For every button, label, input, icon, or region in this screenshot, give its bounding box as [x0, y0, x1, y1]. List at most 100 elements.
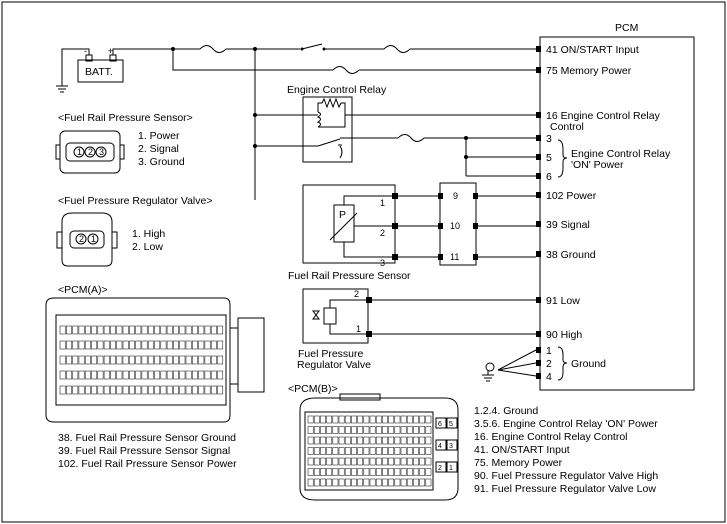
connector-pin-cell — [406, 468, 413, 476]
connector-pin-cell — [363, 468, 370, 476]
connector-pin-cell — [320, 447, 326, 455]
pcm-b-connector-view: <PCM(B)> 6 5 4 3 2 1 1.2.4. Ground 3.5.6… — [288, 383, 658, 501]
connector-pin-cell — [351, 457, 357, 466]
connector-pin-cell — [217, 325, 224, 335]
connector-pin-cell — [313, 468, 320, 476]
connector-pin-cell — [173, 385, 179, 395]
connector-pin-cell — [198, 355, 205, 365]
connector-pin-cell — [388, 478, 395, 487]
connector-pin-cell — [91, 355, 98, 365]
connector-pin-cell — [154, 325, 161, 335]
connector-pin-cell — [332, 436, 339, 445]
connector-pin-cell — [382, 436, 388, 445]
connector-pin-cell — [217, 370, 224, 380]
svg-text:1: 1 — [91, 234, 96, 244]
fuel-rail-sensor-legend-3: 3. Ground — [138, 156, 185, 168]
connector-pin-cell — [204, 355, 211, 365]
connector-pin-cell — [179, 370, 186, 380]
connector-pin-cell — [210, 385, 217, 395]
pcm-pin-38-label: 38 Ground — [546, 249, 596, 261]
connector-pin-cell — [326, 426, 333, 434]
connector-pin-cell — [147, 325, 154, 335]
regulator-valve-pin-1: 1 — [356, 324, 361, 334]
connector-pin-cell — [147, 355, 154, 365]
connector-pin-cell — [382, 415, 388, 424]
connector-pin-cell — [91, 340, 98, 350]
connector-pin-cell — [129, 355, 135, 365]
connector-pin-cell — [110, 370, 116, 380]
connector-pin-cell — [129, 340, 135, 350]
connector-pin-cell — [84, 385, 91, 395]
svg-text:2: 2 — [79, 234, 84, 244]
battery-box — [77, 59, 124, 83]
regulator-valve-component-label: Fuel Pressure — [298, 348, 364, 360]
connector-pin-cell — [217, 340, 224, 350]
connector-pin-cell — [103, 355, 110, 365]
connector-pin-cell — [129, 370, 135, 380]
svg-text:3: 3 — [99, 147, 104, 157]
connector-pin-cell — [97, 325, 104, 335]
connector-pin-cell — [344, 426, 351, 434]
connector-pin-cell — [173, 370, 179, 380]
connector-pin-cell — [116, 370, 123, 380]
main-wiring — [171, 43, 536, 200]
connector-pin-cell — [66, 385, 72, 395]
battery-negative: - — [84, 46, 87, 56]
connector-pin-cell — [135, 385, 142, 395]
pcm-b-pin-grid — [307, 415, 432, 487]
connector-pin-cell — [388, 447, 395, 455]
connector-pin-cell — [135, 325, 142, 335]
connector-pin-cell — [116, 355, 123, 365]
connector-pin-cell — [394, 457, 401, 466]
connector-pin-cell — [320, 415, 326, 424]
connector-pin-cell — [210, 325, 217, 335]
connector-pin-cell — [419, 415, 426, 424]
pcm-box — [539, 36, 695, 391]
connector-pin-cell — [394, 478, 401, 487]
connector-pin-cell — [400, 415, 407, 424]
connector-pin-cell — [204, 325, 211, 335]
fuel-rail-sensor-component: P 1 2 3 Fuel Rail Pressure Sensor — [288, 184, 438, 282]
pcm-b-title: <PCM(B)> — [288, 383, 338, 395]
connector-pin-cell — [160, 325, 167, 335]
connector-pin-cell — [338, 447, 345, 455]
connector-pin-cell — [110, 355, 116, 365]
connector-pin-cell — [382, 426, 388, 434]
connector-pin-cell — [147, 370, 154, 380]
connector-pin-cell — [59, 385, 66, 395]
connector-pin-cell — [413, 447, 419, 455]
connector-pin-cell — [394, 468, 401, 476]
connector-pin-cell — [210, 340, 217, 350]
connector-pin-cell — [400, 457, 407, 466]
connector-pin-cell — [338, 426, 345, 434]
connector-pin-cell — [103, 340, 110, 350]
pcm-pin-1-label: 1 — [546, 345, 552, 357]
connector-pin-cell — [313, 415, 320, 424]
pcm-a-legend-3: 102. Fuel Rail Pressure Sensor Power — [58, 458, 237, 470]
connector-pin-cell — [320, 478, 326, 487]
connector-pin-cell — [406, 415, 413, 424]
connector-pin-cell — [363, 447, 370, 455]
connector-pin-cell — [307, 457, 314, 466]
connector-pin-cell — [344, 447, 351, 455]
pcm-b-legend-2: 3.5.6. Engine Control Relay 'ON' Power — [474, 418, 658, 430]
connector-pin-cell — [326, 457, 333, 466]
connector-pin-cell — [103, 370, 110, 380]
regulator-valve-legend-2: 2. Low — [132, 241, 163, 253]
pcm-b-legend-1: 1.2.4. Ground — [474, 405, 538, 417]
connector-pin-cell — [122, 325, 129, 335]
fuel-rail-sensor-title: <Fuel Rail Pressure Sensor> — [58, 112, 193, 124]
connector-pin-cell — [332, 415, 339, 424]
connector-pin-cell — [351, 436, 357, 445]
connector-pin-cell — [204, 370, 211, 380]
connector-pin-cell — [66, 370, 72, 380]
connector-pin-cell — [419, 468, 426, 476]
pcm-ground-label: Ground — [571, 358, 606, 370]
connector-pin-cell — [78, 385, 85, 395]
pcm-module: PCM 41 ON/START Input 75 Memory Power 16… — [536, 22, 695, 391]
connector-pin-cell — [357, 468, 364, 476]
connector-pin-cell — [419, 447, 426, 455]
connector-pin-cell — [185, 370, 192, 380]
connector-pin-cell — [135, 370, 142, 380]
